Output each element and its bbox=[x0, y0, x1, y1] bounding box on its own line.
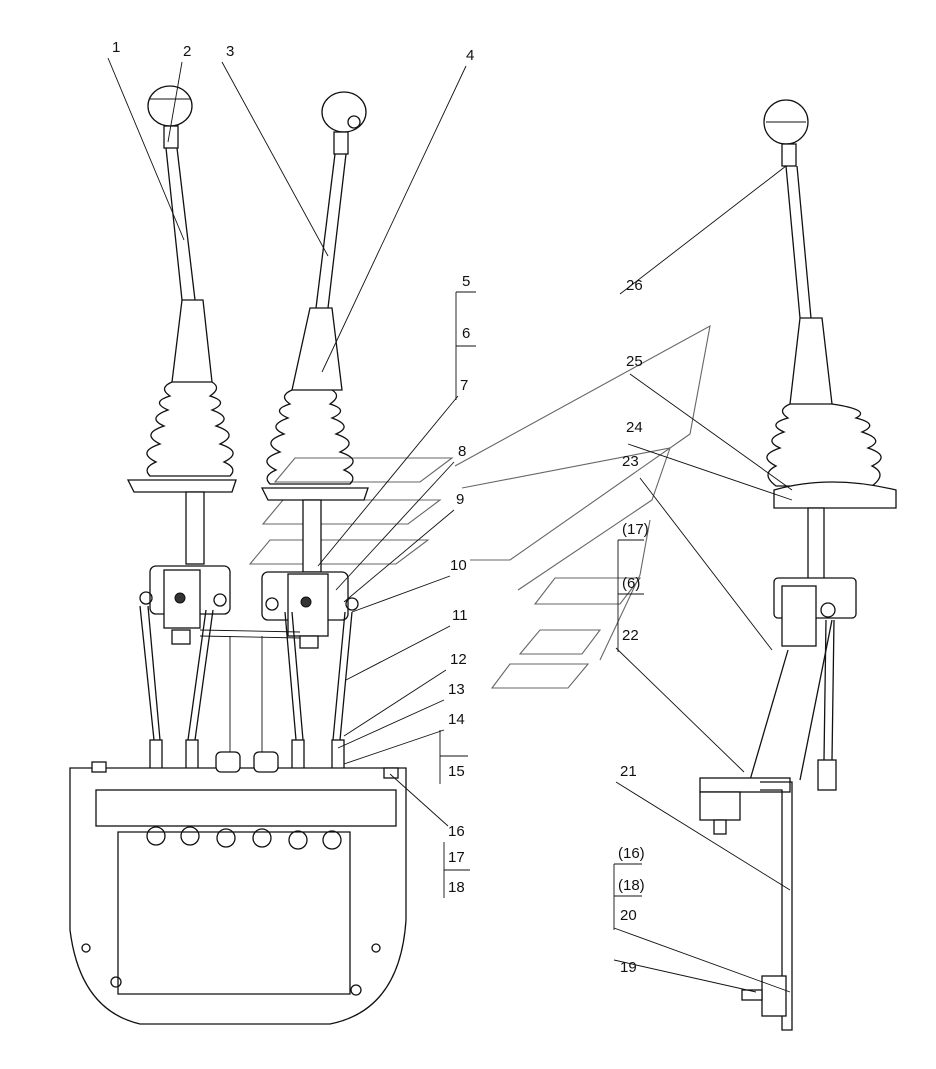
callout-4: 4 bbox=[466, 47, 474, 64]
callout-labels: 1 2 3 4 5 6 7 8 9 10 11 12 13 14 15 16 1… bbox=[112, 39, 649, 976]
callout-18: 18 bbox=[448, 879, 465, 896]
watermark-logo bbox=[248, 324, 711, 689]
callout-16: 16 bbox=[448, 823, 465, 840]
callout-14: 14 bbox=[448, 711, 465, 728]
callout-17-paren: (17) bbox=[622, 521, 649, 538]
callout-16-paren: (16) bbox=[618, 845, 645, 862]
callout-25: 25 bbox=[626, 353, 643, 370]
callout-24: 24 bbox=[626, 419, 643, 436]
callout-22: 22 bbox=[622, 627, 639, 644]
callout-1: 1 bbox=[112, 39, 120, 56]
callout-3: 3 bbox=[226, 43, 234, 60]
middle-lever bbox=[260, 91, 369, 573]
callout-8: 8 bbox=[458, 443, 466, 460]
callout-18-paren: (18) bbox=[618, 877, 645, 894]
callout-13: 13 bbox=[448, 681, 465, 698]
middle-linkage bbox=[199, 571, 359, 771]
callout-7: 7 bbox=[460, 377, 468, 394]
callout-17: 17 bbox=[448, 849, 465, 866]
callout-15: 15 bbox=[448, 763, 465, 780]
valve-base bbox=[69, 751, 407, 1025]
right-lever bbox=[699, 99, 897, 1031]
callout-23: 23 bbox=[622, 453, 639, 470]
leader-lines bbox=[107, 57, 793, 993]
callout-10: 10 bbox=[450, 557, 467, 574]
callout-2: 2 bbox=[183, 43, 191, 60]
callout-9: 9 bbox=[456, 491, 464, 508]
callout-21: 21 bbox=[620, 763, 637, 780]
callout-12: 12 bbox=[450, 651, 467, 668]
callout-20: 20 bbox=[620, 907, 637, 924]
left-linkage bbox=[139, 565, 231, 771]
callout-11: 11 bbox=[452, 607, 468, 624]
callout-5: 5 bbox=[462, 273, 470, 290]
callout-6-paren: (6) bbox=[622, 575, 640, 592]
left-lever bbox=[126, 85, 237, 565]
callout-26: 26 bbox=[626, 277, 643, 294]
callout-19: 19 bbox=[620, 959, 637, 976]
callout-6: 6 bbox=[462, 325, 470, 342]
